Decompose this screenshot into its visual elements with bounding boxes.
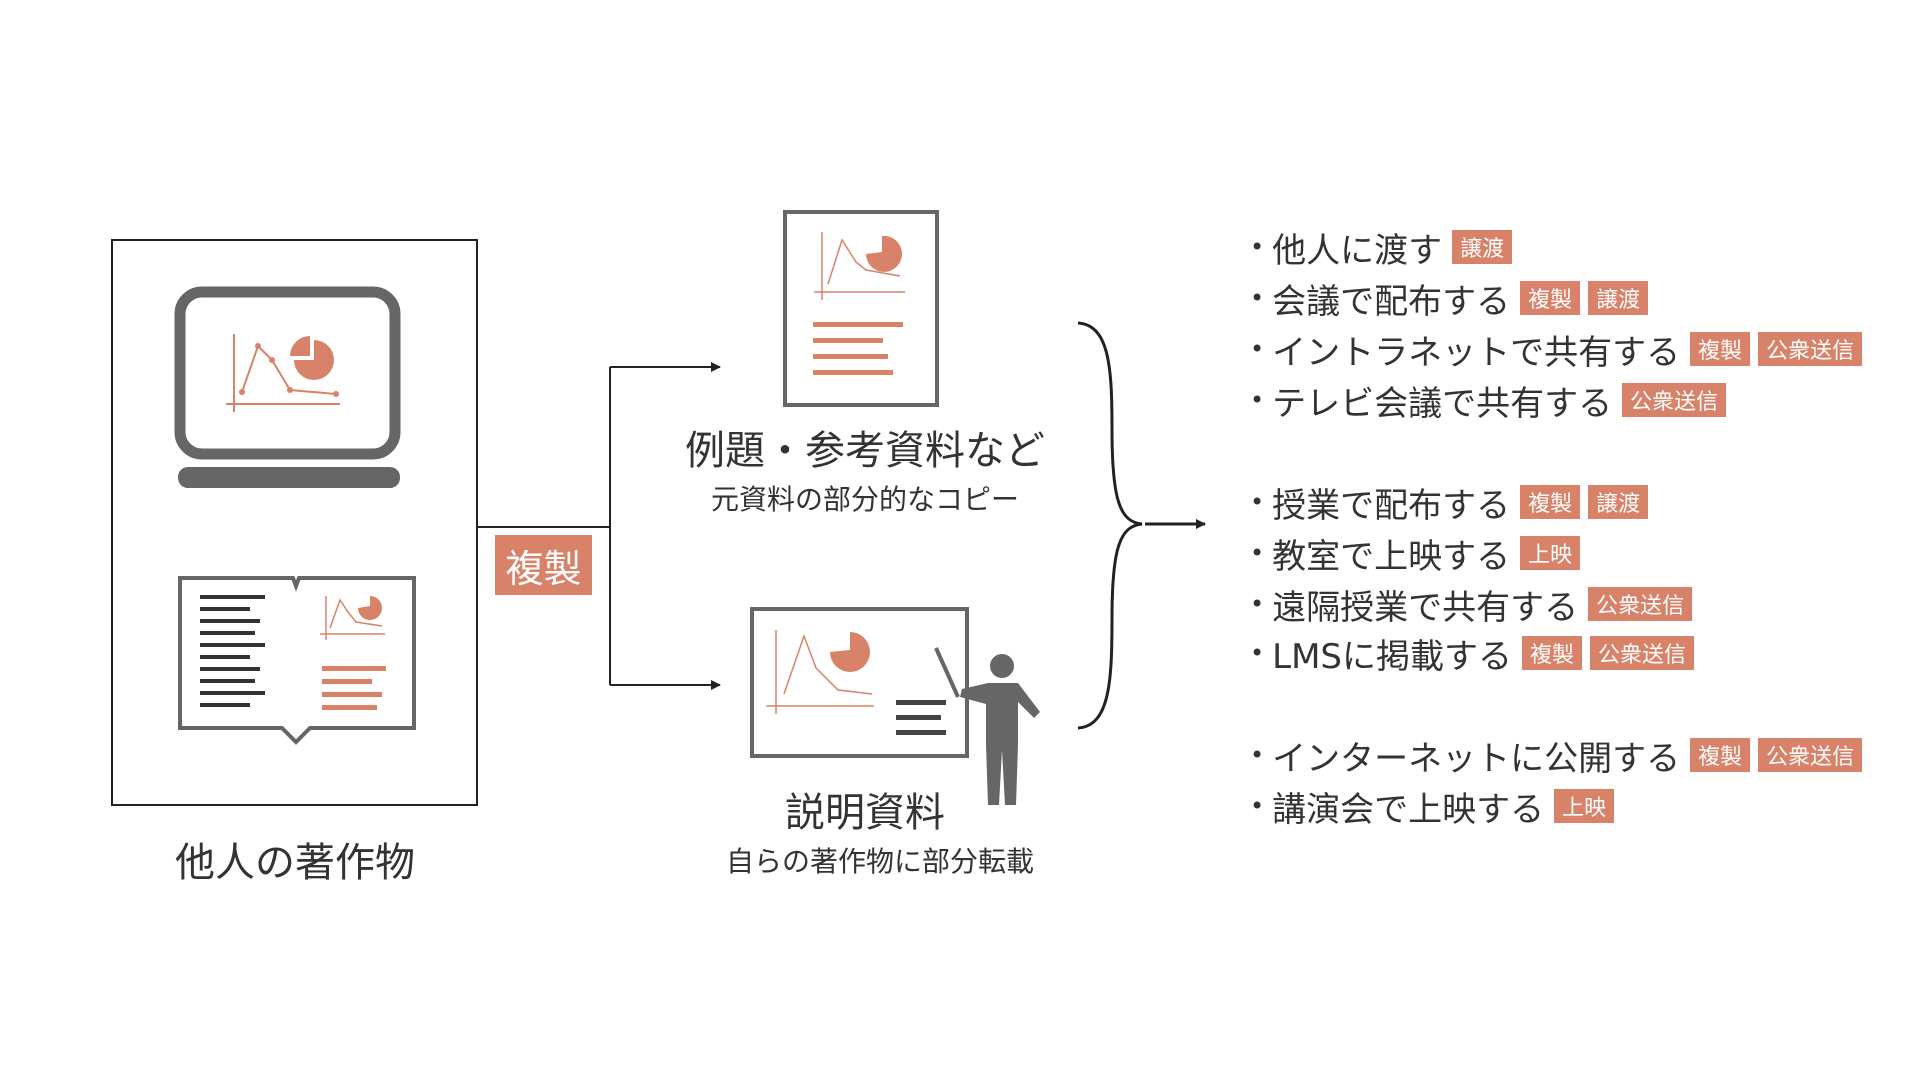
usage-tag: 複製 <box>1690 738 1751 772</box>
usage-tag: 譲渡 <box>1588 281 1649 315</box>
presentation-board-icon <box>750 607 969 758</box>
laptop-icon <box>174 286 401 488</box>
usage-tag: 上映 <box>1554 789 1615 823</box>
grouping-brace <box>1077 321 1143 730</box>
usage-tag: 公衆送信 <box>1758 738 1863 772</box>
usage-item: •教室で上映する 上映 <box>1250 531 1581 577</box>
usage-item: •授業で配布する 複製譲渡 <box>1250 480 1649 526</box>
usage-item: •他人に渡す 譲渡 <box>1250 225 1513 271</box>
copy-tag: 複製 <box>495 535 592 595</box>
source-box <box>111 239 478 806</box>
explanation-subtitle: 自らの著作物に部分転載 <box>725 845 1035 878</box>
usage-tag: 公衆送信 <box>1588 587 1693 621</box>
book-icon <box>178 576 416 745</box>
usage-item: •LMSに掲載する 複製公衆送信 <box>1250 631 1695 677</box>
usage-item: •インターネットに公開する 複製公衆送信 <box>1250 733 1863 779</box>
usage-item: •遠隔授業で共有する 公衆送信 <box>1250 582 1693 628</box>
usage-tag: 公衆送信 <box>1758 332 1863 366</box>
usage-tag: 複製 <box>1690 332 1751 366</box>
usage-tag: 公衆送信 <box>1622 383 1727 417</box>
document-icon <box>783 210 939 407</box>
usage-item: •テレビ会議で共有する 公衆送信 <box>1250 378 1727 424</box>
explanation-title: 説明資料 <box>785 790 945 836</box>
usage-tag: 複製 <box>1520 485 1581 519</box>
usage-tag: 譲渡 <box>1588 485 1649 519</box>
usage-tag: 複製 <box>1522 636 1583 670</box>
example-subtitle: 元資料の部分的なコピー <box>710 483 1020 516</box>
usage-tag: 複製 <box>1520 281 1581 315</box>
usage-item: •会議で配布する 複製譲渡 <box>1250 276 1649 322</box>
usage-item: •講演会で上映する 上映 <box>1250 784 1615 830</box>
usage-tag: 譲渡 <box>1452 230 1513 264</box>
usage-tag: 上映 <box>1520 536 1581 570</box>
usage-item: •イントラネットで共有する 複製公衆送信 <box>1250 327 1863 373</box>
usage-tag: 公衆送信 <box>1590 636 1695 670</box>
source-label: 他人の著作物 <box>175 840 415 886</box>
presenter-icon <box>934 647 1040 805</box>
example-title: 例題・参考資料など <box>685 428 1045 474</box>
